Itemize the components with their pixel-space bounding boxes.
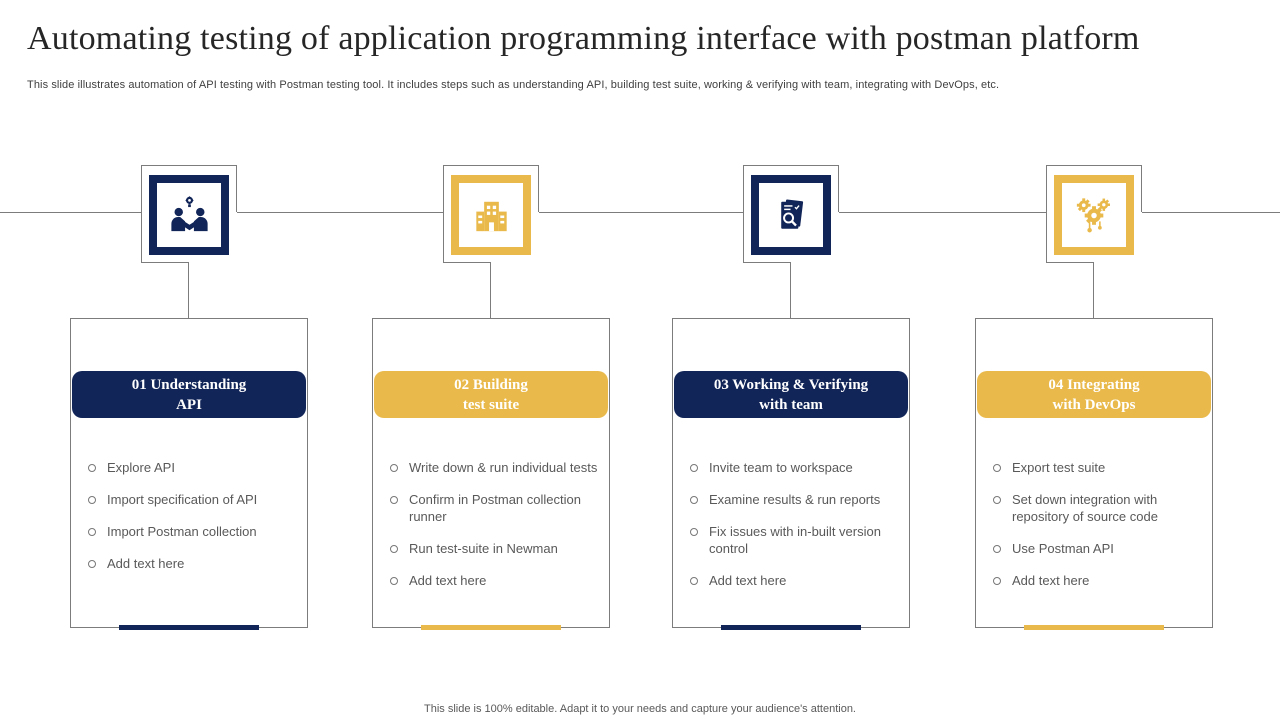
footer-note: This slide is 100% editable. Adapt it to… — [424, 703, 856, 715]
icon-box — [149, 175, 229, 255]
office-building-icon — [475, 201, 507, 231]
step-header-line2: with DevOps — [1052, 396, 1136, 413]
frame-line — [538, 165, 539, 212]
frame-line — [141, 165, 237, 166]
bullet-item: Examine results & run reports — [687, 491, 907, 508]
step-header-line1: 04 Integrating — [1048, 376, 1140, 393]
step-column-1: 01 Understanding API Explore API Import … — [70, 165, 308, 635]
bullet-item: Export test suite — [990, 459, 1210, 476]
step-column-2: 02 Building test suite Write down & run … — [372, 165, 610, 635]
step-header: 04 Integrating with DevOps — [977, 371, 1211, 418]
bullet-list: Invite team to workspace Examine results… — [687, 459, 907, 604]
handshake-idea-icon — [170, 195, 208, 231]
step-column-4: 04 Integrating with DevOps Export test s… — [975, 165, 1213, 635]
frame-line — [1141, 165, 1142, 212]
bullet-list: Explore API Import specification of API … — [85, 459, 305, 587]
step-card: 02 Building test suite Write down & run … — [372, 318, 610, 630]
step-header-line1: 01 Understanding — [131, 376, 247, 393]
bullet-item: Invite team to workspace — [687, 459, 907, 476]
step-card: 04 Integrating with DevOps Export test s… — [975, 318, 1213, 630]
bullet-item: Write down & run individual tests — [387, 459, 607, 476]
step-card: 03 Working & Verifying with team Invite … — [672, 318, 910, 630]
bullet-item: Import specification of API — [85, 491, 305, 508]
frame-line — [743, 165, 839, 166]
icon-box — [1054, 175, 1134, 255]
step-card: 01 Understanding API Explore API Import … — [70, 318, 308, 630]
frame-line — [743, 165, 744, 263]
bullet-item: Add text here — [990, 572, 1210, 589]
step-header-line1: 03 Working & Verifying — [713, 376, 869, 393]
frame-line — [236, 165, 237, 212]
icon-box — [751, 175, 831, 255]
frame-line — [443, 262, 491, 263]
bullet-item: Add text here — [85, 555, 305, 572]
bullet-list: Export test suite Set down integration w… — [990, 459, 1210, 604]
card-accent-bar — [421, 625, 561, 630]
step-header-line2: test suite — [462, 396, 520, 413]
frame-line — [743, 262, 791, 263]
bullet-item: Explore API — [85, 459, 305, 476]
bullet-item: Add text here — [387, 572, 607, 589]
step-header: 01 Understanding API — [72, 371, 306, 418]
step-connector — [1093, 263, 1094, 318]
frame-line — [443, 165, 444, 263]
bullet-item: Set down integration with repository of … — [990, 491, 1210, 525]
slide-subtitle: This slide illustrates automation of API… — [27, 79, 1000, 91]
frame-line — [1046, 262, 1094, 263]
step-header-line2: API — [176, 396, 202, 413]
frame-line — [838, 165, 839, 212]
card-accent-bar — [721, 625, 861, 630]
frame-line — [443, 165, 539, 166]
bullet-item: Add text here — [687, 572, 907, 589]
bullet-item: Confirm in Postman collection runner — [387, 491, 607, 525]
timeline-line — [0, 212, 1280, 213]
bullet-item: Run test-suite in Newman — [387, 540, 607, 557]
frame-line — [1046, 165, 1047, 263]
step-header-line1: 02 Building — [454, 376, 528, 393]
bullet-item: Import Postman collection — [85, 523, 305, 540]
icon-box — [451, 175, 531, 255]
bullet-item: Use Postman API — [990, 540, 1210, 557]
step-header: 02 Building test suite — [374, 371, 608, 418]
bullet-item: Fix issues with in-built version control — [687, 523, 907, 557]
step-header: 03 Working & Verifying with team — [674, 371, 908, 418]
card-accent-bar — [1024, 625, 1164, 630]
step-connector — [790, 263, 791, 318]
card-accent-bar — [119, 625, 259, 630]
step-header-line2: with team — [759, 396, 823, 413]
frame-line — [141, 262, 189, 263]
document-search-icon — [780, 198, 803, 229]
frame-line — [1046, 165, 1142, 166]
page-title: Automating testing of application progra… — [27, 20, 1140, 57]
step-connector — [188, 263, 189, 318]
bullet-list: Write down & run individual tests Confir… — [387, 459, 607, 604]
frame-line — [141, 165, 142, 263]
gears-automation-icon — [1076, 197, 1110, 232]
step-column-3: 03 Working & Verifying with team Invite … — [672, 165, 910, 635]
step-connector — [490, 263, 491, 318]
